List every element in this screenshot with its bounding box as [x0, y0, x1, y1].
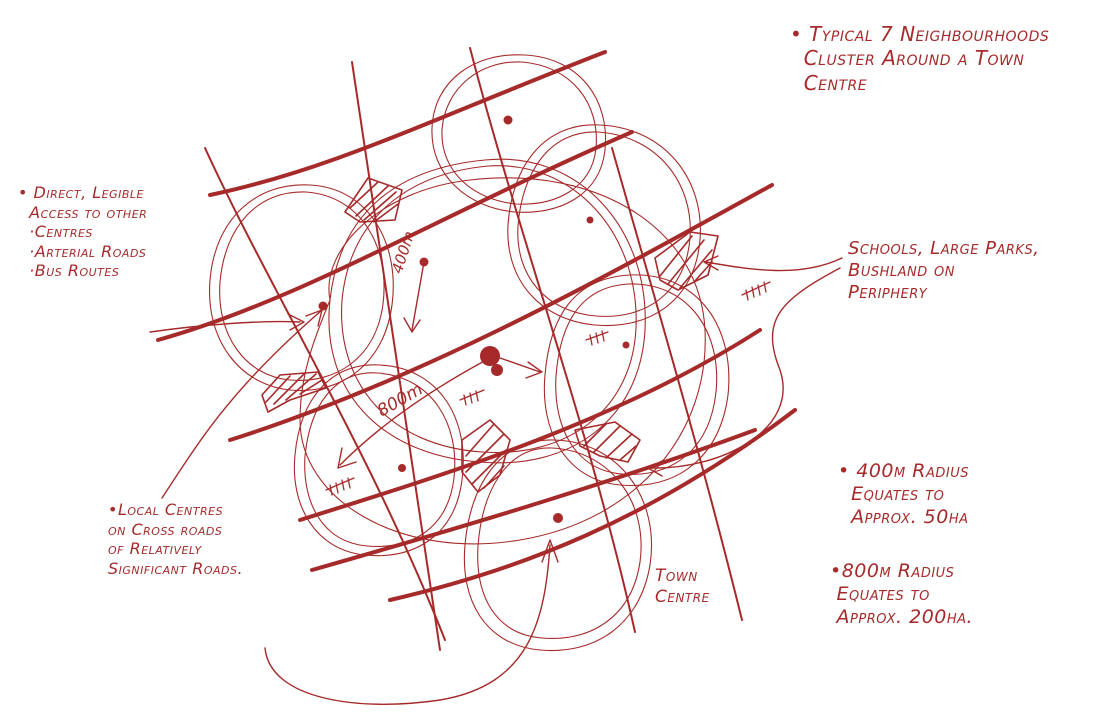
catchment-800m-outline	[300, 178, 705, 544]
neighbourhood-circles	[210, 55, 729, 651]
town-centre-dot	[480, 346, 500, 366]
leader-local-centres	[162, 310, 322, 498]
road	[158, 132, 632, 340]
cross-road	[612, 148, 742, 620]
local-centre-dot	[587, 217, 594, 224]
radius-400-line	[412, 262, 424, 330]
radius-800-note: •800m Radius Equates to Approx. 200ha.	[830, 560, 973, 630]
local-centre-dot	[553, 513, 563, 523]
park-hatch	[462, 420, 510, 492]
cross-road	[352, 62, 440, 650]
leader-town-centre	[265, 545, 550, 704]
direct-access-note: • Direct, Legible Access to other ·Centr…	[18, 183, 147, 281]
local-centres-note: •Local Centres on Cross roads of Relativ…	[108, 500, 243, 578]
cross-roads	[205, 48, 742, 650]
local-centre-dot	[623, 342, 630, 349]
local-centre-dot	[319, 302, 328, 311]
park-hatch	[262, 372, 326, 412]
road	[312, 430, 755, 570]
schools-parks-note: Schools, Large Parks, Bushland on Periph…	[848, 238, 1039, 304]
town-centre-label: Town Centre	[655, 566, 710, 607]
radius-400-note: • 400m Radius Equates to Approx. 50ha	[838, 460, 969, 530]
town-pointer	[500, 358, 540, 372]
road	[210, 52, 605, 195]
town-centre-dot	[491, 364, 503, 376]
leader-schools	[706, 258, 842, 271]
local-centre-dot	[398, 464, 406, 472]
neighbourhood-circle-lower-left	[294, 365, 463, 556]
park-hatch	[655, 232, 718, 290]
roads	[158, 52, 795, 600]
neighbourhood-circle-lower-left	[305, 373, 455, 547]
typical-neighbourhoods-note: • Typical 7 Neighbourhoods Cluster Aroun…	[790, 22, 1049, 95]
local-centre-dot	[504, 116, 513, 125]
